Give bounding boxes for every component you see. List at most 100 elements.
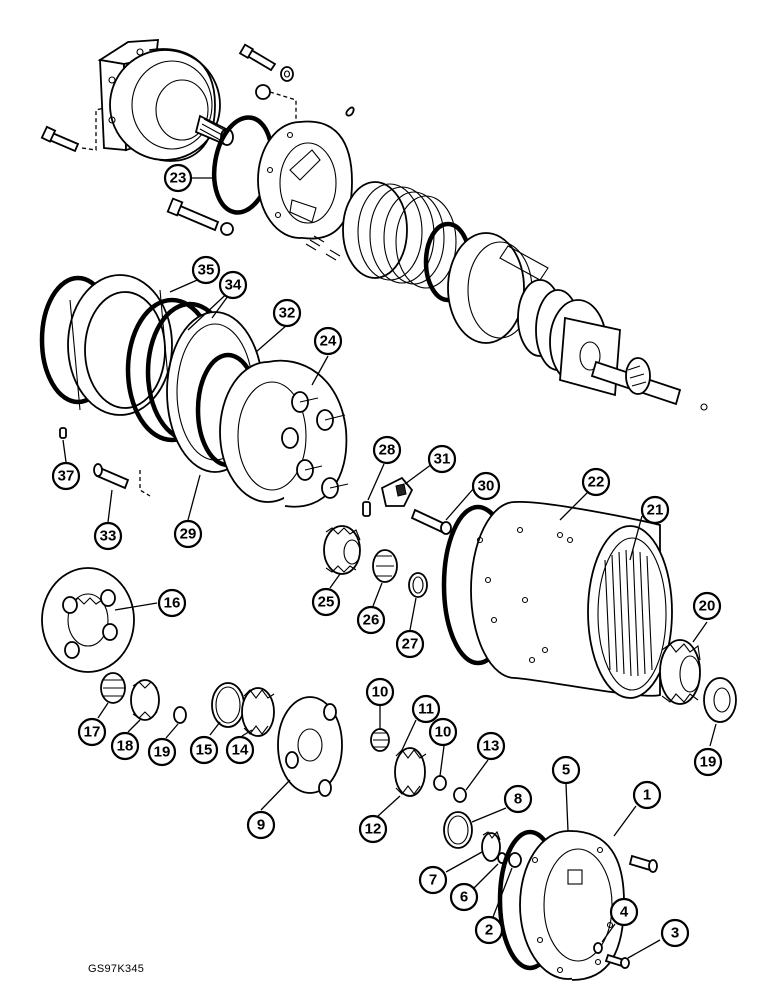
svg-text:19: 19 (700, 754, 717, 771)
svg-text:5: 5 (562, 762, 570, 779)
callout-25: 24 (313, 326, 343, 356)
callout-19: 19 (147, 737, 177, 767)
leader-lines (62, 177, 717, 959)
callout-24: 23 (163, 163, 193, 193)
svg-text:34: 34 (225, 277, 242, 294)
svg-text:26: 26 (363, 612, 380, 629)
svg-text:18: 18 (117, 738, 134, 755)
housing-22 (441, 501, 673, 699)
callout-10a: 10 (365, 677, 395, 707)
svg-text:11: 11 (418, 701, 434, 718)
carrier-9 (277, 696, 343, 797)
callout-34: 33 (93, 521, 123, 551)
callout-16: 16 (157, 588, 187, 618)
bolt-31 (410, 508, 447, 534)
callout-35: 34 (218, 270, 248, 300)
callout-1: 1 (632, 780, 662, 810)
callout-23: 22 (581, 467, 611, 497)
svg-text:9: 9 (257, 817, 265, 834)
gear-18 (130, 679, 160, 721)
svg-text:24: 24 (320, 333, 337, 350)
drawing-code: GS97K345 (88, 963, 145, 975)
callout-21: 20 (692, 591, 722, 621)
svg-text:28: 28 (379, 442, 396, 459)
svg-text:19: 19 (154, 744, 171, 761)
svg-text:17: 17 (84, 724, 101, 741)
callout-20: 19 (693, 747, 723, 777)
washer-13 (453, 787, 467, 803)
callout-31: 30 (471, 471, 501, 501)
svg-text:10: 10 (372, 684, 389, 701)
ring-20 (703, 677, 737, 723)
svg-text:22: 22 (588, 474, 605, 491)
callout-2: 2 (474, 915, 504, 945)
svg-text:8: 8 (514, 791, 522, 808)
callout-8: 8 (503, 784, 533, 814)
svg-text:10: 10 (435, 724, 452, 741)
svg-text:3: 3 (671, 925, 679, 942)
svg-text:1: 1 (643, 787, 651, 804)
callout-30: 29 (173, 519, 203, 549)
gear-21 (659, 639, 701, 705)
bearing-10b (433, 775, 447, 791)
pin-37 (59, 427, 67, 439)
callout-37: 37 (51, 461, 81, 491)
snap-ring-8 (443, 811, 473, 849)
planet-carrier-hub (219, 359, 349, 508)
svg-text:15: 15 (196, 742, 213, 759)
callout-33: 32 (272, 298, 302, 328)
svg-text:33: 33 (100, 528, 117, 545)
svg-text:21: 21 (647, 502, 664, 519)
svg-text:23: 23 (170, 170, 187, 187)
callout-3: 3 (660, 918, 690, 948)
svg-text:37: 37 (58, 468, 75, 485)
callout-32: 31 (427, 444, 457, 474)
svg-text:2: 2 (485, 922, 493, 939)
ring-19 (173, 706, 187, 724)
callout-26: 25 (311, 587, 341, 617)
ring-28 (408, 572, 428, 598)
callout-4: 4 (609, 897, 639, 927)
bearing-17 (100, 672, 126, 704)
bearing-27 (372, 549, 398, 583)
callout-28: 27 (395, 629, 425, 659)
callout-7: 7 (418, 865, 448, 895)
washer-4 (593, 942, 603, 954)
svg-text:30: 30 (478, 478, 495, 495)
svg-text:31: 31 (434, 451, 451, 468)
callout-10b: 10 (428, 717, 458, 747)
svg-text:29: 29 (180, 526, 197, 543)
brake-discs-and-spindle (342, 181, 708, 411)
callout-17: 17 (77, 717, 107, 747)
carrier-16 (41, 567, 135, 673)
gear-7 (481, 830, 501, 862)
snap-ring-15 (211, 682, 245, 728)
callout-badges: 23 35 34 32 24 37 33 29 28 31 30 22 21 2… (51, 163, 723, 948)
svg-text:6: 6 (460, 889, 468, 906)
callout-15: 15 (189, 735, 219, 765)
svg-text:35: 35 (198, 262, 215, 279)
callout-29: 28 (372, 435, 402, 465)
svg-text:4: 4 (620, 904, 629, 921)
callout-6: 6 (449, 882, 479, 912)
svg-text:20: 20 (699, 598, 716, 615)
callout-9: 9 (246, 810, 276, 840)
svg-text:7: 7 (429, 872, 437, 889)
callout-11: 11 (411, 694, 441, 724)
brake-housing (257, 120, 353, 261)
svg-text:13: 13 (483, 738, 500, 755)
gear-26 (323, 525, 361, 575)
callout-27: 26 (356, 605, 386, 635)
callout-36: 35 (191, 255, 221, 285)
callout-22: 21 (640, 495, 670, 525)
washer-2 (508, 852, 522, 868)
callout-18: 18 (110, 731, 140, 761)
ring-stack (39, 274, 264, 473)
gear-14 (241, 687, 275, 737)
svg-text:25: 25 (318, 594, 335, 611)
pin-29 (362, 501, 371, 517)
callout-14: 14 (225, 735, 255, 765)
callout-5: 5 (551, 755, 581, 785)
